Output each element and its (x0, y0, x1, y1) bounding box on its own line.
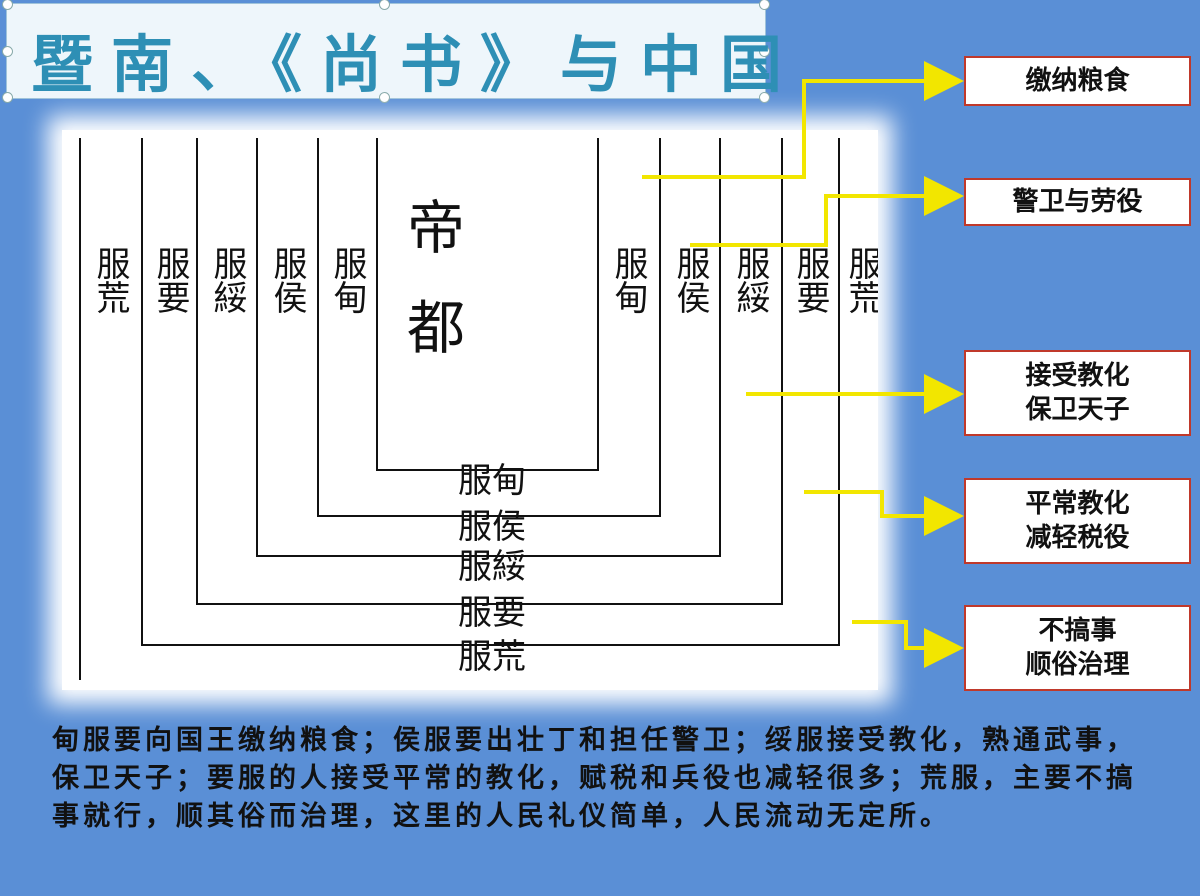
zone-label-left-3: 服綏 (207, 246, 247, 314)
zone-label-right-2: 服侯 (670, 246, 710, 314)
callout-box-3: 接受教化 保卫天子 (964, 350, 1191, 436)
callout-line: 保卫天子 (1025, 395, 1130, 425)
callout-line: 接受教化 (1025, 361, 1130, 391)
zone-label-right-1: 服甸 (608, 246, 648, 314)
callout-box-1: 缴纳粮食 (964, 56, 1191, 106)
zone-label-bottom-2: 服侯 (458, 507, 526, 547)
zone-label-left-4: 服要 (150, 246, 190, 314)
resize-handle[interactable] (2, 0, 13, 10)
zone-label-left-1: 服甸 (327, 246, 367, 314)
caption-text: 甸服要向国王缴纳粮食；侯服要出壮丁和担任警卫；绥服接受教化，熟通武事，保卫天子；… (52, 725, 1137, 832)
zone-frame-5 (141, 138, 840, 646)
zone-frame-2 (317, 138, 661, 517)
zone-label-bottom-3: 服綏 (458, 547, 526, 587)
callout-line: 缴纳粮食 (1025, 66, 1130, 96)
zone-label-right-4: 服要 (790, 246, 830, 314)
five-zones-diagram: 帝 都 服甸服侯服綏服要服荒服甸服侯服綏服要服荒服甸服侯服綏服要服荒 (62, 130, 878, 690)
zone-frame-3 (256, 138, 721, 557)
zone-label-bottom-1: 服甸 (458, 461, 526, 501)
center-label-2: 都 (407, 294, 465, 362)
zone-label-left-2: 服侯 (267, 246, 307, 314)
zone-label-left-5: 服荒 (90, 246, 130, 314)
zone-label-right-5: 服荒 (842, 246, 878, 314)
zones-svg: 帝 都 服甸服侯服綏服要服荒服甸服侯服綏服要服荒服甸服侯服綏服要服荒 (79, 138, 878, 680)
center-label-1: 帝 (407, 194, 465, 262)
callout-line: 顺俗治理 (1025, 650, 1130, 680)
callout-box-5: 不搞事 顺俗治理 (964, 605, 1191, 691)
zone-frame-1 (376, 138, 599, 471)
callout-line: 警卫与劳役 (1012, 187, 1143, 217)
resize-handle[interactable] (759, 0, 770, 10)
resize-handle[interactable] (759, 46, 770, 57)
zone-frame-4 (196, 138, 783, 605)
callout-line: 不搞事 (1038, 616, 1117, 646)
callout-line: 减轻税役 (1025, 523, 1130, 553)
resize-handle[interactable] (379, 92, 390, 103)
zone-label-bottom-5: 服荒 (458, 637, 526, 677)
callout-box-2: 警卫与劳役 (964, 178, 1191, 226)
resize-handle[interactable] (2, 92, 13, 103)
title-banner: 暨南、《尚书》与中国 (2, 0, 782, 103)
resize-handle[interactable] (379, 0, 390, 10)
callout-line: 平常教化 (1025, 489, 1130, 519)
zone-label-bottom-4: 服要 (458, 593, 526, 633)
page-title: 暨南、《尚书》与中国 (31, 28, 801, 101)
callout-box-4: 平常教化 减轻税役 (964, 478, 1191, 564)
resize-handle[interactable] (2, 46, 13, 57)
zone-label-right-3: 服綏 (730, 246, 770, 314)
